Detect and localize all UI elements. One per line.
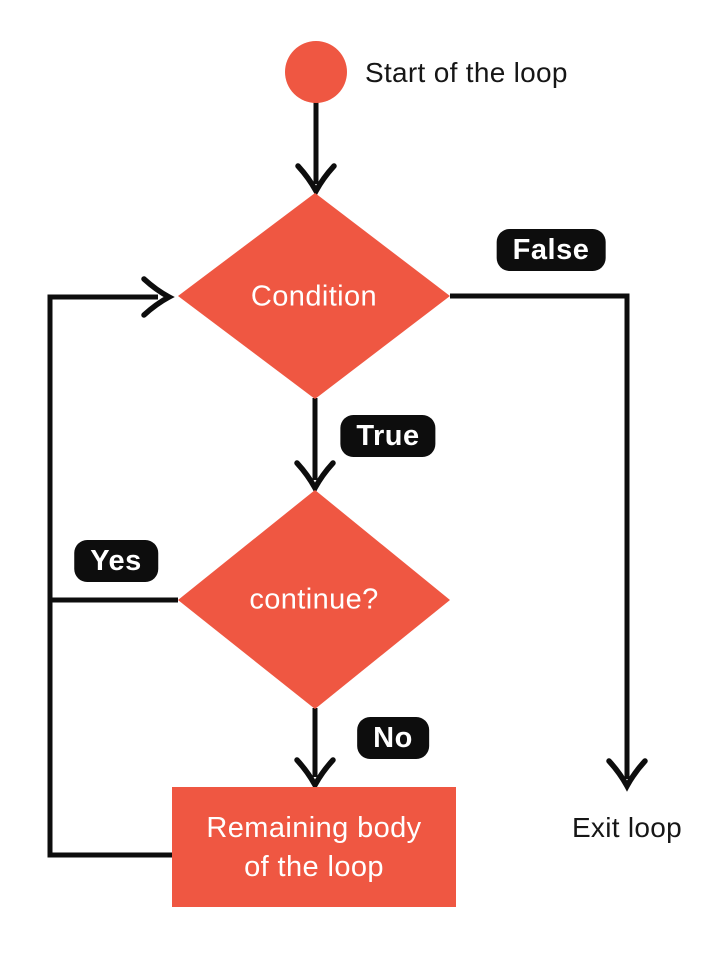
body-rectangle-label-line2: of the loop — [244, 851, 384, 883]
exit-loop-label: Exit loop — [571, 812, 683, 843]
condition-diamond — [178, 193, 450, 399]
arrowhead-into-exit — [606, 758, 648, 792]
body-rectangle — [172, 787, 456, 907]
continue-diamond-label: continue? — [249, 583, 379, 616]
edge-loop-back — [47, 294, 172, 858]
yes-branch-badge: Yes — [74, 540, 158, 582]
true-branch-badge: True — [340, 415, 436, 457]
arrowhead-into-continue-top — [294, 460, 336, 494]
arrowhead-into-body-top — [294, 757, 336, 791]
arrowhead-into-condition-top — [295, 163, 337, 197]
body-rectangle-label-line1: Remaining body — [206, 812, 422, 844]
connector-lines — [47, 101, 630, 858]
no-branch-badge: No — [357, 717, 429, 759]
edge-condition-to-exit — [450, 293, 630, 779]
body-rectangle-label: Remaining body of the loop — [174, 809, 454, 887]
arrowhead-into-condition-left — [141, 276, 175, 318]
start-node-label: Start of the loop — [365, 57, 568, 88]
continue-diamond — [178, 490, 450, 709]
start-node-circle — [285, 41, 347, 103]
false-branch-badge: False — [496, 229, 606, 271]
arrowheads — [141, 163, 648, 792]
condition-diamond-label: Condition — [250, 280, 378, 313]
